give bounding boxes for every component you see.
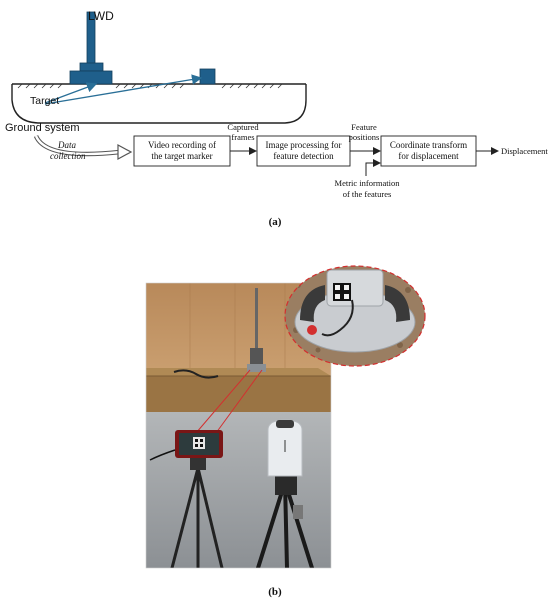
inset-callout xyxy=(284,265,426,367)
metric-info-line2: of the features xyxy=(343,189,392,199)
station-knob xyxy=(293,505,303,519)
box-image-processing-line2: feature detection xyxy=(273,151,334,161)
box-video-recording-line1: Video recording of xyxy=(148,140,216,150)
screen-target-dot-3 xyxy=(195,444,198,447)
inset-red-label xyxy=(307,325,317,335)
ground-target-marker xyxy=(199,68,216,85)
target-label: Target xyxy=(30,95,59,107)
box-video-recording-line2: the target marker xyxy=(151,151,212,161)
sight-line-2 xyxy=(215,369,263,434)
inset-handle-right xyxy=(385,285,410,322)
panel-a-schematic: LWD Target Ground system xyxy=(5,9,307,134)
box-image-processing-line1: Image processing for xyxy=(266,140,342,150)
data-collection-label-2: collection xyxy=(50,151,86,161)
edge-label-positions: positions xyxy=(349,132,380,142)
inset-target-dot-3 xyxy=(335,294,340,299)
caption-a: (a) xyxy=(269,216,282,228)
inset-target-dot-1 xyxy=(335,285,340,290)
panel-b-photo xyxy=(146,283,331,568)
camera-screen-target xyxy=(193,437,205,449)
inset-target-dot-2 xyxy=(344,285,349,290)
panel-a-flow: Data collection Video recording of the t… xyxy=(33,122,548,199)
photo-lwd-weight xyxy=(250,348,263,364)
cable-on-sand xyxy=(173,369,219,379)
total-station-top xyxy=(276,420,294,428)
box-coordinate-transform xyxy=(380,135,477,167)
sight-line-1 xyxy=(195,369,251,434)
box-coordinate-transform-line1: Coordinate transform xyxy=(390,140,467,150)
screen-target-dot-2 xyxy=(200,439,203,442)
data-collection-arrow-inner xyxy=(34,135,121,156)
box-image-processing xyxy=(256,135,351,167)
edge-label-feature: Feature xyxy=(351,122,377,132)
caption-b: (b) xyxy=(268,586,282,598)
lwd-device xyxy=(69,11,113,85)
inset-zoom-image xyxy=(285,266,425,366)
inset-handle-left xyxy=(300,285,325,322)
photo-lwd-rod xyxy=(255,288,258,360)
arrow-metric-information xyxy=(365,159,381,176)
inset-target-dot-4 xyxy=(344,294,349,299)
photo-lwd-plate xyxy=(247,364,266,372)
ground-pit xyxy=(11,84,307,124)
lwd-label: LWD xyxy=(88,9,114,23)
ground-system-label: Ground system xyxy=(5,122,80,134)
data-collection-arrowhead xyxy=(117,143,133,161)
inset-cable xyxy=(321,299,354,337)
station-mount xyxy=(275,475,297,495)
screen-target-dot-1 xyxy=(195,439,198,442)
inset-dashed-circle xyxy=(284,265,426,367)
output-displacement-label: Displacement xyxy=(501,146,548,156)
camera-tripod-left xyxy=(170,466,224,568)
sand-box-front xyxy=(146,376,331,412)
edge-label-captured: Captured xyxy=(227,122,259,132)
box-coordinate-transform-line2: for displacement xyxy=(398,151,459,161)
data-collection-label-1: Data xyxy=(57,140,77,150)
target-arrow-lwd xyxy=(44,82,98,104)
camera-cable xyxy=(149,449,176,461)
metric-info-line1: Metric information xyxy=(335,178,401,188)
target-arrow-ground xyxy=(44,74,203,105)
station-tripod-right xyxy=(256,480,314,568)
photo-frame xyxy=(145,282,332,569)
edge-label-frames: frames xyxy=(231,132,254,142)
wall-panels xyxy=(189,283,286,370)
screen-target-dot-4 xyxy=(200,444,203,447)
